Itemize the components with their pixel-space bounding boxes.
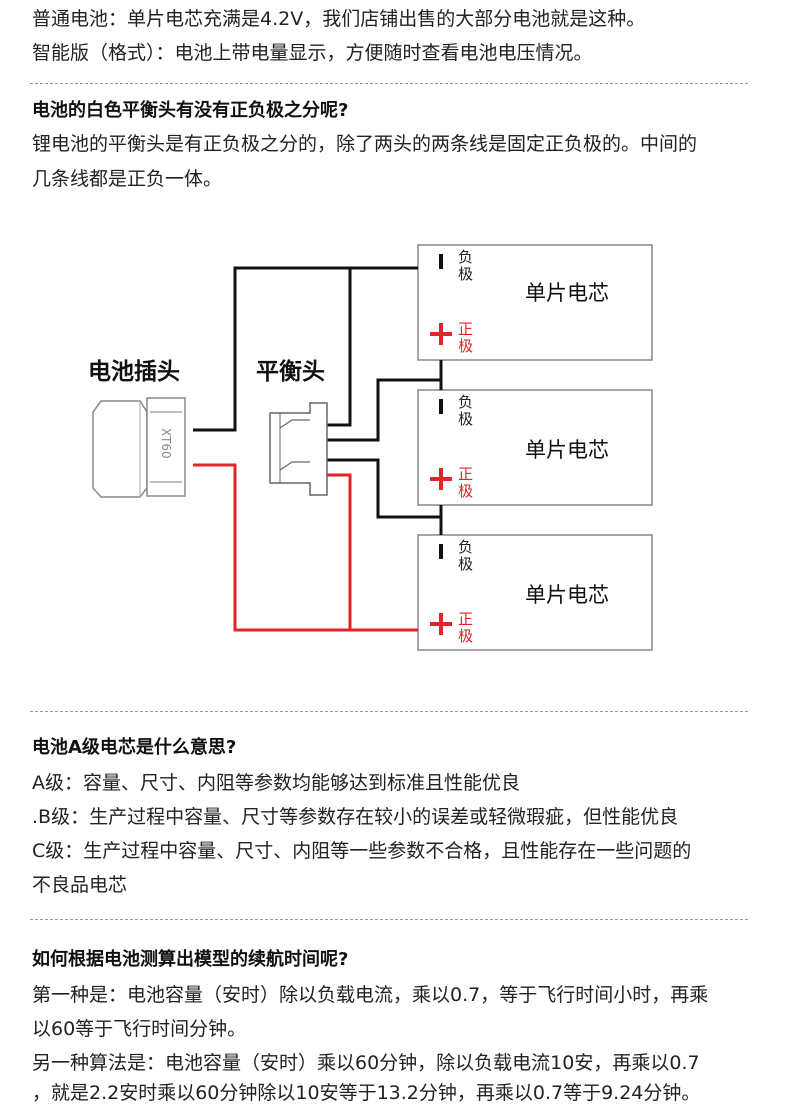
balance-line-1: 锂电池的平衡头是有正负极之分的，除了两头的两条线是固定正负极的。中间的 xyxy=(32,133,698,155)
balance-line-2: 几条线都是正负一体。 xyxy=(32,168,223,190)
cell-3-markers xyxy=(430,544,452,635)
cell-label: 单片电芯 xyxy=(525,438,609,462)
neg-label-bottom: 极 xyxy=(458,265,473,283)
battery-cell-1 xyxy=(417,244,653,361)
balance-negative-wire xyxy=(327,268,352,427)
neg-label-top: 负 xyxy=(458,393,473,411)
intro-line-2: 智能版（格式）：电池上带电量显示，方便随时查看电池电压情况。 xyxy=(32,42,593,64)
plug-label: 电池插头 xyxy=(88,359,180,385)
runtime-line-3: 另一种算法是：电池容量（安时）乘以60分钟，除以负载电流10安，再乘以0.7 xyxy=(32,1052,700,1074)
cell-2-markers xyxy=(430,399,452,490)
minus-icon xyxy=(439,399,443,414)
neg-label-bottom: 极 xyxy=(458,555,473,573)
balance-connector xyxy=(269,402,328,496)
grade-c-line-2: 不良品电芯 xyxy=(32,874,128,896)
balance-wire-2 xyxy=(327,378,441,442)
minus-icon xyxy=(439,254,443,269)
cell-label: 单片电芯 xyxy=(525,583,609,607)
runtime-heading: 如何根据电池测算出模型的续航时间呢? xyxy=(32,949,349,970)
cell-1-markers xyxy=(430,254,452,345)
balance-wire-3 xyxy=(327,458,441,519)
pos-label-bottom: 极 xyxy=(458,627,473,645)
cell-label: 单片电芯 xyxy=(525,281,609,305)
grade-b: .B级：生产过程中容量、尺寸等参数存在较小的误差或轻微瑕疵，但性能优良 xyxy=(32,806,679,828)
balance-positive-wire xyxy=(327,473,352,630)
intro-line-1: 普通电池：单片电芯充满是4.2V，我们店铺出售的大部分电池就是这种。 xyxy=(32,8,646,30)
minus-icon xyxy=(439,544,443,559)
main-positive-wire xyxy=(193,463,418,632)
grade-a: A级：容量、尺寸、内阻等参数均能够达到标准且性能优良 xyxy=(32,772,520,794)
xt60-label: XT60 xyxy=(159,428,173,459)
divider xyxy=(30,83,748,84)
grade-c-line-1: C级：生产过程中容量、尺寸、内阻等一些参数不合格，且性能存在一些问题的 xyxy=(32,840,692,862)
pos-label-top: 正 xyxy=(458,465,473,483)
pos-label-top: 正 xyxy=(458,320,473,338)
pos-label-top: 正 xyxy=(458,610,473,628)
neg-label-top: 负 xyxy=(458,538,473,556)
xt60-plug: XT60 xyxy=(92,397,186,498)
grade-heading: 电池A级电芯是什么意思? xyxy=(32,737,237,758)
runtime-line-1: 第一种是：电池容量（安时）除以负载电流，乘以0.7，等于飞行时间小时，再乘 xyxy=(32,984,709,1006)
runtime-line-2: 以60等于飞行时间分钟。 xyxy=(32,1018,247,1040)
neg-label-bottom: 极 xyxy=(458,410,473,428)
plus-icon xyxy=(439,323,443,345)
main-negative-wire xyxy=(193,266,418,432)
balance-heading: 电池的白色平衡头有没有正负极之分呢? xyxy=(32,100,349,121)
neg-label-top: 负 xyxy=(458,248,473,266)
plus-icon xyxy=(439,468,443,490)
balance-plug-label: 平衡头 xyxy=(256,358,325,385)
battery-cell-3 xyxy=(417,534,653,651)
pos-label-bottom: 极 xyxy=(458,337,473,355)
divider xyxy=(30,711,748,712)
plus-icon xyxy=(439,613,443,635)
battery-cell-2 xyxy=(417,389,653,506)
pos-label-bottom: 极 xyxy=(458,482,473,500)
runtime-line-4: ，就是2.2安时乘以60分钟除以10安等于13.2分钟，再乘以0.7等于9.24… xyxy=(32,1082,701,1104)
divider xyxy=(30,919,748,920)
